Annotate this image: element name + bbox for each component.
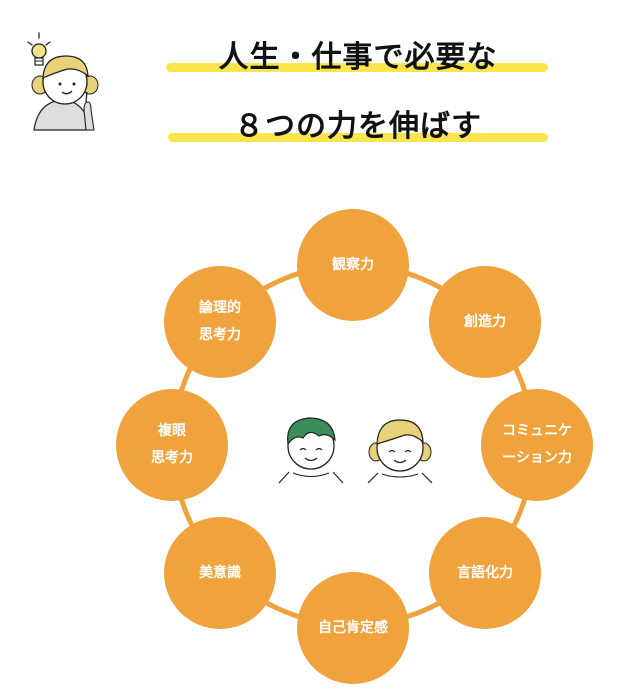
node-label: 複眼	[158, 423, 186, 439]
node-creativity: 創造力	[429, 266, 541, 378]
node-label: 美意識	[199, 564, 241, 581]
node-multi-perspective: 複眼 思考力	[116, 389, 228, 501]
node-label: コミュニケ	[502, 423, 572, 439]
title-underline-1	[166, 63, 548, 72]
node-communication: コミュニケ ーション力	[481, 389, 593, 501]
node-label: 思考力	[151, 450, 193, 466]
girl-smiling-icon	[367, 419, 433, 484]
node-label: 創造力	[464, 313, 506, 330]
node-label: 言語化力	[457, 564, 513, 581]
title-underline-2	[168, 133, 548, 142]
node-label: 思考力	[199, 327, 241, 343]
node-label: 自己肯定感	[318, 619, 388, 636]
page-title-line1: 人生・仕事で必要な	[218, 40, 498, 75]
node-aesthetics: 美意識	[164, 517, 276, 629]
node-label: 論理的	[199, 300, 241, 316]
node-label: ーション力	[502, 450, 572, 466]
boy-smiling-icon	[278, 417, 344, 484]
node-observation: 観察力	[297, 209, 409, 321]
node-logical-thinking: 論理的 思考力	[164, 266, 276, 378]
girl-with-lightbulb-icon	[27, 32, 99, 131]
node-label: 観察力	[332, 256, 374, 273]
node-self-esteem: 自己肯定感	[297, 572, 409, 684]
node-verbalization: 言語化力	[429, 517, 541, 629]
page-title-line2: ８つの力を伸ばす	[234, 109, 482, 144]
